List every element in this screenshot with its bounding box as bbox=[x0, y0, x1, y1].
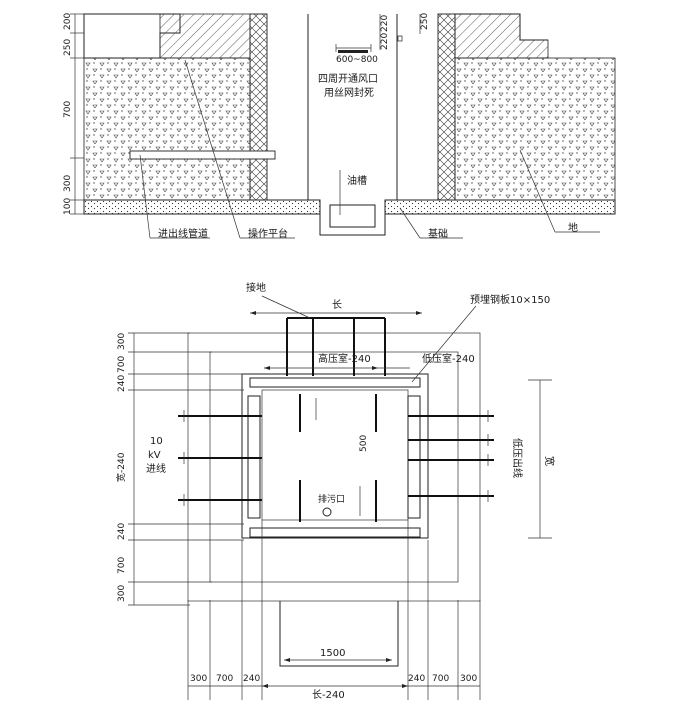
cable-duct-label: 进出线管道 bbox=[158, 227, 208, 240]
grounding-label: 接地 bbox=[246, 281, 266, 294]
foundation-slab bbox=[83, 199, 616, 236]
dim-left-300-bottom: 300 bbox=[117, 585, 127, 602]
right-wall bbox=[437, 13, 456, 201]
dim-bottom-700-left: 700 bbox=[216, 674, 233, 684]
grounding-bars bbox=[286, 317, 386, 376]
kv-inlet: 进线 bbox=[146, 462, 166, 475]
room-outline bbox=[241, 373, 429, 539]
dim-1500-label: 1500 bbox=[320, 648, 345, 659]
left-wall bbox=[249, 13, 268, 201]
dim-500-label: 500 bbox=[359, 435, 369, 452]
dim-200: 200 bbox=[63, 13, 73, 30]
lv-room-label: 低压室-240 bbox=[422, 352, 475, 365]
dim-bottom-240-left: 240 bbox=[243, 674, 260, 684]
outer-outline bbox=[187, 332, 481, 602]
section-view: 200 250 700 300 100 600~800 四周开通风口 用丝网封死 bbox=[63, 13, 616, 240]
vent-dim-label: 600~800 bbox=[336, 55, 378, 65]
vent-note-1: 四周开通风口 bbox=[318, 73, 378, 85]
ground-label: 地 bbox=[568, 221, 578, 234]
top-trough bbox=[249, 377, 421, 388]
dim-bottom-300-left: 300 bbox=[190, 674, 207, 684]
right-soil bbox=[454, 57, 616, 201]
dim-300: 300 bbox=[63, 175, 73, 192]
left-soil bbox=[83, 57, 251, 201]
dim-left-700-top: 700 bbox=[117, 356, 127, 373]
kv-number: 10 bbox=[150, 436, 163, 447]
platform-label: 操作平台 bbox=[248, 227, 288, 240]
length-minus-label: 长-240 bbox=[312, 689, 345, 701]
entry-pit bbox=[279, 601, 399, 667]
dim-220-b: 220 bbox=[380, 33, 390, 50]
width-minus-label: 宽-240 bbox=[115, 452, 127, 482]
dim-700: 700 bbox=[63, 101, 73, 118]
dim-left-700-bottom: 700 bbox=[117, 557, 127, 574]
plan-left-dims: 300 700 240 宽-240 240 700 300 bbox=[115, 333, 244, 606]
drain-circle bbox=[322, 507, 332, 517]
foundation-label: 基础 bbox=[428, 227, 448, 240]
dim-250: 250 bbox=[63, 39, 73, 56]
cable-duct-pipe bbox=[129, 150, 276, 160]
oil-trough bbox=[329, 204, 376, 228]
dim-left-240-bottom: 240 bbox=[117, 523, 127, 540]
dim-bottom-300-right: 300 bbox=[460, 674, 477, 684]
dim-100: 100 bbox=[63, 198, 73, 215]
vent-note-2: 用丝网封死 bbox=[324, 86, 374, 99]
dim-220-a: 220 bbox=[380, 15, 390, 32]
embedded-plate-label: 预埋钢板10×150 bbox=[470, 293, 550, 306]
vent-dimension: 600~800 bbox=[335, 44, 378, 65]
operation-platform bbox=[159, 13, 251, 59]
width-label: 宽 bbox=[543, 456, 556, 466]
dim-bottom-700-right: 700 bbox=[432, 674, 449, 684]
lv-outlet-label: 低压出线 bbox=[511, 438, 524, 478]
length-label: 长 bbox=[332, 299, 342, 311]
kv-unit: kV bbox=[148, 450, 161, 461]
partitions bbox=[299, 394, 377, 522]
cable-lines bbox=[178, 410, 494, 506]
section-left-dims: 200 250 700 300 100 bbox=[63, 13, 84, 215]
plan-bottom-dims: 300 700 240 240 700 300 长-240 bbox=[187, 520, 481, 701]
bottom-trough bbox=[249, 527, 421, 538]
dim-250-top: 250 bbox=[420, 13, 430, 30]
dim-bottom-240-right: 240 bbox=[408, 674, 425, 684]
dim-left-300-top: 300 bbox=[117, 333, 127, 350]
right-ground-block bbox=[454, 13, 549, 59]
right-trough bbox=[407, 395, 421, 519]
drain-label: 排污口 bbox=[318, 493, 345, 505]
oil-trough-label: 油槽 bbox=[347, 174, 367, 187]
dim-left-240-top: 240 bbox=[117, 375, 127, 392]
plan-view: 接地 长 预埋钢板10×150 高压室-240 低压室-240 500 排污口 bbox=[115, 281, 556, 701]
section-top-dims: 220 220 250 bbox=[379, 13, 430, 50]
hv-room-label: 高压室-240 bbox=[318, 352, 371, 365]
